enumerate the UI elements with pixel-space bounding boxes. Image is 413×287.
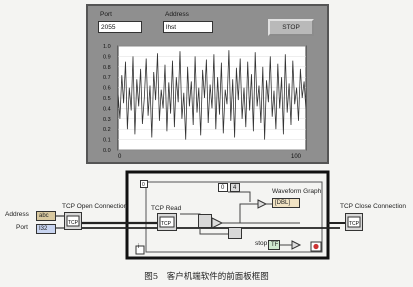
- y-tick-label: 0.1: [103, 138, 111, 144]
- y-tick-label: 0.4: [103, 106, 111, 112]
- loop-n-value: 4: [233, 185, 237, 191]
- tcp-close-label: TCP Close Connection: [340, 203, 406, 210]
- tcp-open-node: TCP: [64, 212, 82, 230]
- or-node-icon: [291, 240, 302, 250]
- port-input[interactable]: 2055: [98, 21, 142, 33]
- const-node: 0: [140, 180, 148, 188]
- y-tick-label: 0.7: [103, 75, 111, 81]
- tcp-read-label: TCP Read: [151, 205, 182, 212]
- svg-text:TCP: TCP: [68, 220, 79, 226]
- build-waveform-icon: [257, 199, 268, 209]
- numeric-const-node: 0: [218, 183, 228, 192]
- tcp-open-icon: TCP: [66, 215, 80, 227]
- const-zero: 0: [142, 182, 145, 188]
- y-tick-label: 1.0: [103, 44, 111, 50]
- x-tick-label-100: 100: [291, 154, 302, 160]
- tcp-close-node: TCP: [345, 213, 363, 231]
- figure-caption: 图5 客户机端软件的前面板框图: [144, 272, 269, 282]
- bd-stop-label: stop: [255, 240, 268, 247]
- loop-index-terminal: [135, 245, 145, 255]
- y-tick-label: 0.3: [103, 117, 111, 123]
- while-loop-frame: [125, 170, 330, 260]
- loop-index-label: i: [138, 244, 140, 250]
- stop-button[interactable]: STOP: [268, 19, 314, 36]
- tcp-read-node: TCP: [157, 213, 177, 231]
- waveform-graph-terminal: [DBL]: [272, 198, 300, 208]
- tcp-close-icon: TCP: [347, 216, 361, 228]
- y-tick-label: 0.2: [103, 127, 111, 133]
- stop-button-label: STOP: [282, 24, 300, 31]
- port-label: Port: [100, 11, 112, 18]
- chart-series-line: [117, 50, 307, 140]
- bd-port-tag: I32: [39, 226, 48, 232]
- y-tick-label: 0.0: [103, 148, 111, 154]
- waveform-chart: 1.0 0.9 0.8 0.7 0.6 0.5 0.4 0.3 0.2 0.1 0.0 0 100: [103, 44, 307, 160]
- type-cast-node: [198, 214, 212, 228]
- x-tick-label-0: 0: [118, 154, 122, 160]
- bd-stop-terminal: TF: [268, 240, 280, 250]
- numeric-const-node-2: 4: [230, 183, 240, 192]
- svg-text:TCP: TCP: [349, 221, 360, 227]
- error-check-node: [228, 227, 242, 239]
- bd-port-terminal: I32: [36, 224, 56, 234]
- waveform-graph-label: Waveform Graph: [272, 188, 322, 195]
- y-tick-label: 0.6: [103, 86, 111, 92]
- y-tick-label: 0.8: [103, 65, 111, 71]
- bd-stop-tag: TF: [271, 242, 279, 248]
- tcp-open-label: TCP Open Connection: [62, 203, 128, 210]
- stop-condition-icon: [313, 243, 319, 250]
- bd-address-terminal: abc: [36, 211, 56, 221]
- address-input[interactable]: lhst: [163, 21, 213, 33]
- block-diagram-wires: [56, 170, 345, 260]
- waveform-graph-tag: [DBL]: [275, 200, 291, 206]
- bd-address-tag: abc: [39, 213, 49, 219]
- compare-node-icon: [211, 217, 224, 229]
- tcp-read-icon: TCP: [159, 216, 175, 228]
- numeric-const-value: 0: [221, 185, 225, 191]
- address-value: lhst: [166, 24, 177, 31]
- address-label: Address: [165, 11, 189, 18]
- y-tick-label: 0.9: [103, 54, 111, 60]
- bd-address-label: Address: [5, 211, 29, 218]
- svg-text:TCP: TCP: [161, 221, 172, 227]
- port-value: 2055: [101, 24, 116, 31]
- bd-port-label: Port: [16, 224, 28, 231]
- y-tick-label: 0.5: [103, 96, 111, 102]
